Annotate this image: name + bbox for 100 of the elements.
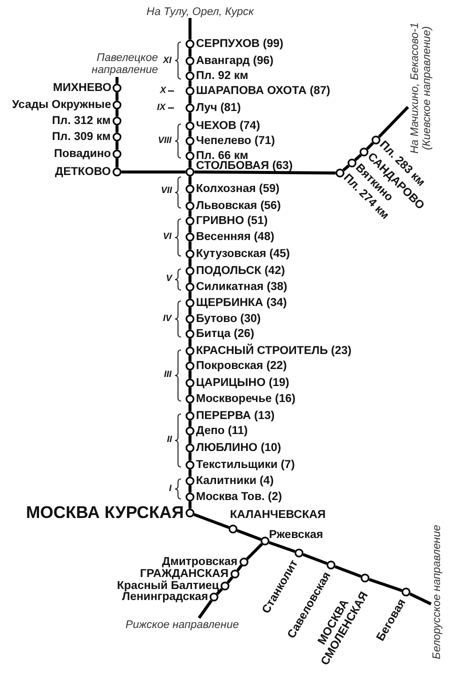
zone-number: II bbox=[167, 435, 172, 445]
station-label: Пл. 66 км bbox=[196, 150, 248, 162]
station-label: Калитники (4) bbox=[196, 474, 274, 488]
station-circle bbox=[186, 460, 194, 470]
station-label: Львовская (56) bbox=[196, 200, 281, 212]
station-circle bbox=[186, 136, 194, 146]
track-line bbox=[198, 600, 213, 619]
station-circle bbox=[260, 536, 270, 546]
zone-number: IV bbox=[163, 314, 172, 324]
station-label: Ржевская bbox=[269, 528, 324, 542]
track-line bbox=[334, 565, 362, 578]
track-line bbox=[188, 225, 192, 233]
station-label: Депо (11) bbox=[196, 424, 248, 438]
station-label: Авангард (96) bbox=[196, 54, 274, 68]
station-circle bbox=[186, 412, 194, 420]
direction-label: На Тулу, Орел, Курск bbox=[146, 6, 254, 18]
station-circle bbox=[360, 574, 370, 582]
station-circle bbox=[186, 330, 194, 338]
station-circle bbox=[372, 136, 380, 144]
track-line bbox=[378, 106, 410, 138]
station-circle bbox=[112, 100, 122, 110]
track-line bbox=[268, 541, 296, 553]
station-label: ЛЮБЛИНО (10) bbox=[196, 442, 282, 454]
station-label: Москва Тов. (2) bbox=[196, 490, 282, 504]
station-circle bbox=[186, 266, 194, 276]
station-circle bbox=[186, 122, 194, 130]
zone-number: VII bbox=[161, 186, 172, 196]
track-line bbox=[194, 513, 230, 529]
track-line bbox=[188, 241, 192, 250]
station-label: Покровская (22) bbox=[196, 360, 287, 372]
station-circle bbox=[186, 444, 194, 452]
zone-number: X bbox=[160, 86, 166, 96]
station-label: Пл. 312 км bbox=[52, 114, 111, 128]
track-line bbox=[368, 578, 402, 592]
station-circle bbox=[186, 232, 194, 242]
track-line bbox=[236, 564, 243, 572]
station-circle bbox=[210, 592, 218, 602]
station-circle bbox=[186, 40, 194, 48]
track-line bbox=[116, 77, 118, 84]
station-label: ПОДОЛЬСК (42) bbox=[196, 264, 285, 278]
station-circle bbox=[294, 548, 304, 558]
track-line bbox=[188, 387, 192, 395]
track-line bbox=[188, 469, 192, 477]
track-line bbox=[409, 592, 432, 606]
station-circle bbox=[220, 582, 230, 590]
station-label: Бутово (30) bbox=[196, 312, 261, 326]
track-line bbox=[188, 160, 192, 168]
station-circle bbox=[186, 378, 194, 388]
station-circle bbox=[186, 508, 194, 518]
station-circle bbox=[186, 104, 194, 112]
station-label: Повадино bbox=[54, 148, 111, 160]
station-circle bbox=[186, 250, 194, 258]
station-label: Текстильщики (7) bbox=[196, 458, 295, 472]
station-circle bbox=[112, 132, 122, 142]
station-label: ГРАЖДАНСКАЯ bbox=[140, 568, 229, 580]
track-line bbox=[188, 112, 192, 122]
station-label: КАЛАНЧЕВСКАЯ bbox=[230, 508, 326, 522]
track-line bbox=[188, 48, 192, 57]
station-label: Колхозная (59) bbox=[196, 182, 280, 196]
track-line bbox=[116, 158, 118, 168]
station-label: ЩЕРБИНКА (34) bbox=[196, 296, 287, 310]
track-line bbox=[188, 323, 192, 330]
zone-number: XI bbox=[163, 56, 172, 66]
track-line bbox=[116, 92, 118, 101]
track-line bbox=[188, 452, 192, 461]
station-label: Весенняя (48) bbox=[196, 230, 274, 244]
track-line bbox=[188, 95, 192, 104]
station-label: Луч (81) bbox=[196, 102, 241, 114]
track-line bbox=[302, 553, 328, 565]
track-line bbox=[188, 210, 192, 217]
track-line bbox=[236, 529, 262, 541]
station-circle bbox=[186, 314, 194, 324]
station-circle bbox=[112, 168, 122, 176]
station-label: Дмитровская bbox=[162, 556, 238, 568]
station-circle bbox=[186, 202, 194, 210]
zone-number: VI bbox=[163, 232, 172, 242]
direction-label: Рижское направление bbox=[126, 619, 239, 632]
station-label: СТОЛБОВАЯ (63) bbox=[196, 160, 293, 172]
track-line bbox=[216, 588, 223, 595]
station-label: Битца (26) bbox=[196, 328, 254, 340]
station-label: Чепелево (71) bbox=[196, 134, 275, 148]
station-circle bbox=[186, 394, 194, 404]
station-circle bbox=[186, 298, 194, 308]
station-circle bbox=[186, 346, 194, 356]
station-circle bbox=[112, 84, 122, 92]
track-line bbox=[188, 291, 192, 299]
station-label: Москворечье (16) bbox=[196, 392, 296, 406]
station-circle bbox=[186, 492, 194, 502]
zone-number: I bbox=[169, 484, 172, 494]
track-line bbox=[188, 258, 192, 267]
track-line bbox=[188, 130, 192, 137]
track-line bbox=[226, 576, 234, 584]
station-circle bbox=[112, 116, 122, 126]
station-label: Ленинградская bbox=[122, 590, 208, 604]
station-circle bbox=[186, 72, 194, 80]
station-circle bbox=[186, 184, 194, 194]
direction-label: Павелецкое направление bbox=[76, 52, 158, 76]
track-line bbox=[188, 338, 192, 347]
station-circle bbox=[186, 56, 194, 66]
track-line bbox=[188, 403, 192, 412]
